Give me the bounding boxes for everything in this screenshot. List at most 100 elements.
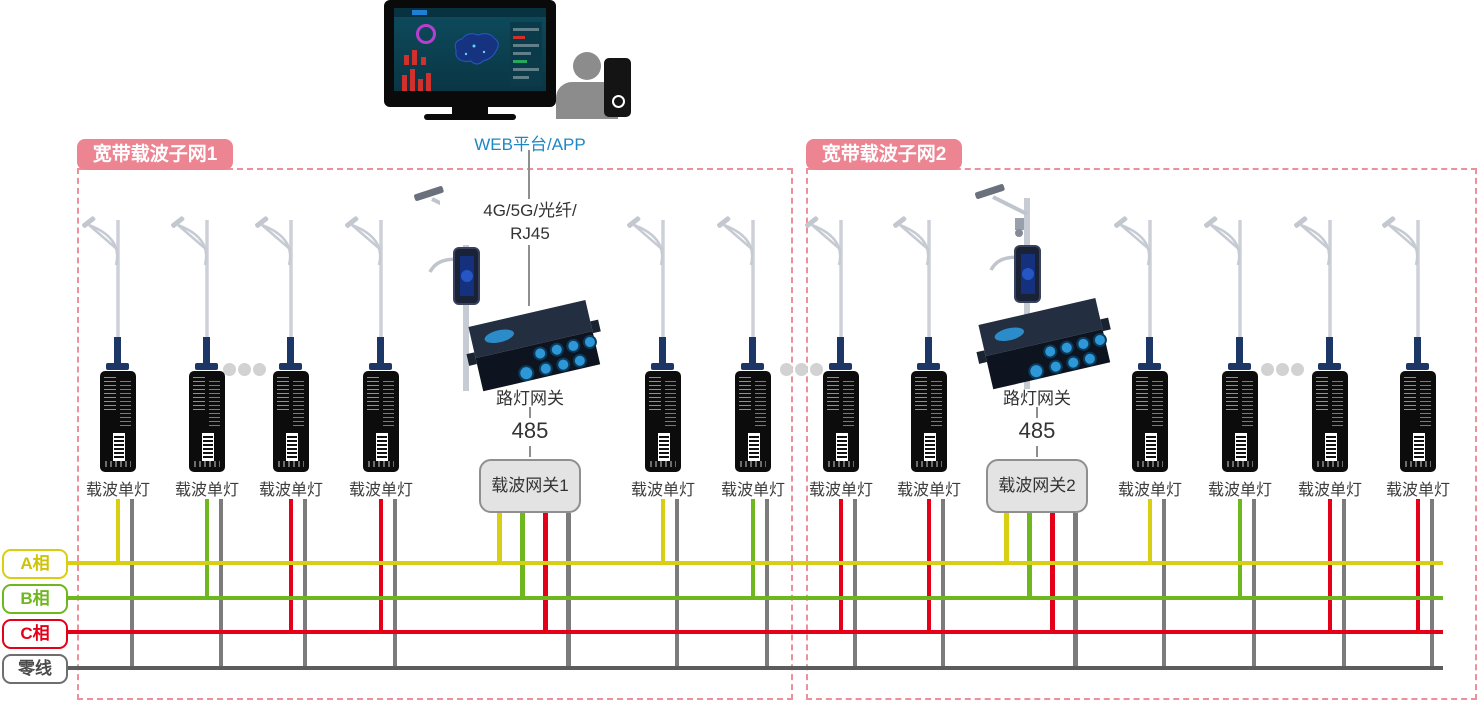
dashboard-screen — [394, 8, 546, 91]
gateway-drop-phase-b — [520, 513, 525, 600]
monitor — [384, 0, 556, 107]
carrier-lamp-unit-s1-5: 载波单灯 — [598, 210, 728, 675]
pole-base — [114, 337, 121, 365]
street-lamp-pole — [805, 216, 843, 340]
barcode — [202, 433, 214, 461]
lamp-neutral-drop — [1430, 499, 1434, 670]
gateway-drop-neutral — [1073, 513, 1078, 670]
lamp-neutral-drop — [853, 499, 857, 670]
phone-button — [612, 95, 625, 108]
lamp-label: 载波单灯 — [1385, 482, 1450, 499]
gateway-column-2: 路灯网关 485 载波网关2 — [962, 384, 1112, 674]
lamp-label: 载波单灯 — [174, 482, 239, 499]
pole-base-plate — [829, 363, 852, 370]
gateway-drop-phase-c — [1050, 513, 1055, 634]
lamp-phase-drop — [1328, 499, 1332, 634]
carrier-lamp-unit-s1-3: 载波单灯 — [226, 210, 356, 675]
barcode — [113, 433, 125, 461]
lamp-controller-device — [363, 371, 399, 472]
subnet1-label: 宽带载波子网1 — [77, 139, 233, 170]
phone-icon — [604, 58, 631, 117]
ellipsis-dot — [780, 363, 793, 376]
street-lamp-pole — [717, 216, 755, 340]
lamp-phase-drop — [116, 499, 120, 565]
carrier-lamp-unit-s1-6: 载波单灯 — [688, 210, 818, 675]
connector-dash — [1036, 407, 1038, 418]
ellipsis-dot — [253, 363, 266, 376]
ellipsis-dot — [795, 363, 808, 376]
neutral-bus-line — [66, 666, 1443, 670]
pole-base-plate — [1138, 363, 1161, 370]
ellipsis-dot — [1261, 363, 1274, 376]
lamp-phase-drop — [1148, 499, 1152, 565]
connector-dash — [1036, 446, 1038, 457]
gauge-ring-left — [416, 24, 436, 44]
street-lamp-pole — [171, 216, 209, 340]
lamp-label: 载波单灯 — [1117, 482, 1182, 499]
pole-base — [287, 337, 294, 365]
gateway-drop-phase-b — [1027, 513, 1032, 600]
carrier-lamp-unit-s1-1: 载波单灯 — [53, 210, 183, 675]
lamp-label: 载波单灯 — [630, 482, 695, 499]
streetlight-gateway-device-2 — [976, 297, 1111, 390]
lamp-neutral-drop — [1342, 499, 1346, 670]
carrier-lamp-unit-s2-3: 载波单灯 — [1085, 210, 1215, 675]
pole-base — [203, 337, 210, 365]
barcode — [1145, 433, 1157, 461]
monitor-base — [424, 114, 516, 120]
lamp-label: 载波单灯 — [258, 482, 323, 499]
street-lamp-pole — [627, 216, 665, 340]
lamp-label: 载波单灯 — [808, 482, 873, 499]
lamp-controller-device — [1312, 371, 1348, 472]
gateway-drop-neutral — [566, 513, 571, 670]
pole-base — [1414, 337, 1421, 365]
lamp-phase-drop — [289, 499, 293, 634]
rs485-label: 485 — [1018, 418, 1056, 443]
barcode — [924, 433, 936, 461]
lamp-controller-device — [273, 371, 309, 472]
uplink-label-line1: 4G/5G/光纤/ — [483, 201, 577, 220]
rs485-label: 485 — [511, 418, 549, 443]
pole-base-plate — [741, 363, 764, 370]
china-map — [454, 33, 499, 65]
ellipsis-dot — [238, 363, 251, 376]
barcode — [1235, 433, 1247, 461]
barcode — [286, 433, 298, 461]
pole-base — [925, 337, 932, 365]
lamp-phase-drop — [1416, 499, 1420, 634]
barcode — [1413, 433, 1425, 461]
barcode — [836, 433, 848, 461]
streetlight-gateway-label: 路灯网关 — [496, 389, 564, 408]
subnet2-label: 宽带载波子网2 — [806, 139, 962, 170]
lamp-controller-device — [911, 371, 947, 472]
subnet1-box — [77, 168, 793, 700]
pole-base-plate — [1406, 363, 1429, 370]
lamp-phase-drop — [379, 499, 383, 634]
lamp-controller-device — [645, 371, 681, 472]
lamp-neutral-drop — [1162, 499, 1166, 670]
pole-base — [377, 337, 384, 365]
web-platform-label: WEB平台/APP — [474, 135, 586, 154]
gateway-drop-phase-c — [543, 513, 548, 634]
subnet2-box — [806, 168, 1477, 700]
pole-base-plate — [369, 363, 392, 370]
lamp-controller-device — [1400, 371, 1436, 472]
carrier-gateway-2-box: 载波网关2 — [986, 459, 1088, 513]
lamp-controller-device — [823, 371, 859, 472]
pole-base — [837, 337, 844, 365]
pole-base-plate — [917, 363, 940, 370]
lamp-controller-device — [1222, 371, 1258, 472]
street-lamp-pole — [255, 216, 293, 340]
lamp-label: 载波单灯 — [1297, 482, 1362, 499]
pole-base — [1236, 337, 1243, 365]
lamp-controller-device — [100, 371, 136, 472]
phase-a-bus-line — [66, 561, 1443, 565]
lamp-neutral-drop — [393, 499, 397, 670]
barcode — [748, 433, 760, 461]
lamp-neutral-drop — [941, 499, 945, 670]
phase-c-legend: C相 — [2, 619, 68, 649]
pole-base-plate — [106, 363, 129, 370]
streetlight-gateway-label: 路灯网关 — [1003, 389, 1071, 408]
lamp-controller-device — [735, 371, 771, 472]
person-icon — [573, 52, 601, 80]
